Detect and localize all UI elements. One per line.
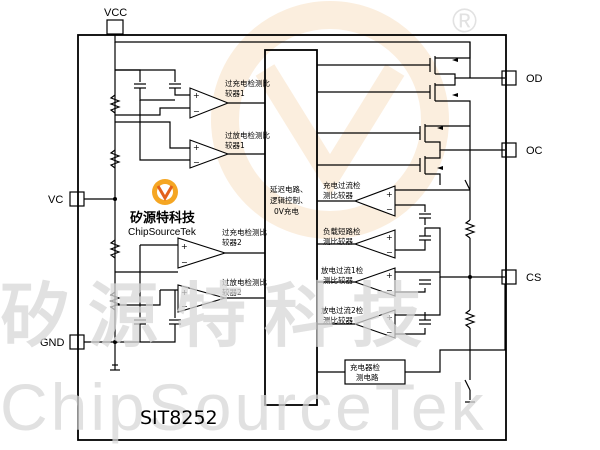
comparator-discharge-overcurrent-1-label-2: 测比较器 [323,275,353,285]
pin-cs-label: CS [526,272,541,284]
svg-text:+: + [193,143,200,152]
svg-text:−: − [181,258,188,267]
comparator-overcharge-1-label: 过充电检测比较器1 [225,78,270,98]
pin-od: OD [501,70,543,86]
comparator-load-short: + − [353,229,396,259]
svg-text:−: − [193,158,200,167]
pin-vcc-label: VCC [104,7,127,19]
resistor-ladder-top [109,94,121,311]
svg-text:−: − [193,107,200,116]
watermark-cn: 矽源特科技 [0,274,440,357]
svg-text:−: − [386,328,393,337]
svg-text:+: + [386,190,393,199]
pin-oc-label: OC [526,145,543,157]
logic-block-label-3: 0V充电 [274,206,299,216]
comparator-charge-overcurrent-label-1: 充电过流检 [323,180,361,190]
comparator-overdischarge-2: + − [177,284,227,313]
charger-detect-label-2: 测电路 [356,372,379,382]
comparator-discharge-overcurrent-2-label-1: 放电过流2检 [321,305,364,315]
ground-icon [110,365,120,371]
pin-gnd-label: GND [40,337,65,349]
mosfet-oc-icon [317,124,505,185]
svg-text:+: + [386,313,393,322]
mosfet-od-icon [317,42,505,180]
svg-text:+: + [386,233,393,242]
logic-block-label-1: 延迟电路、 [270,184,308,194]
svg-text:+: + [193,91,200,100]
comparator-overdischarge-1: + − [189,139,230,169]
logic-block [264,49,318,406]
pin-cs: CS [501,269,541,285]
comparator-charge-overcurrent-label-2: 测比较器 [323,190,353,200]
comparator-overdischarge-1-label: 过放电检测比较器1 [225,130,270,150]
svg-text:−: − [386,205,393,214]
pin-vcc: VCC [104,7,127,35]
pin-oc: OC [501,142,543,158]
svg-text:+: + [181,288,188,297]
pin-od-label: OD [526,73,543,85]
svg-text:+: + [386,271,393,280]
comparator-overcharge-1: + − [189,87,230,119]
comparator-overcharge-2: + − [177,237,227,269]
svg-text:−: − [386,248,393,257]
comparator-discharge-overcurrent-2-label-2: 测比较器 [323,315,353,325]
comparator-discharge-overcurrent-1: + − [353,267,396,297]
svg-text:−: − [386,286,393,295]
comparator-charge-overcurrent: + − [353,185,396,217]
charger-detect-label-1: 充电器检 [350,362,380,372]
chip-outline [77,34,507,441]
svg-text:+: + [181,242,188,251]
watermark-en: ChipSourceTek [0,370,487,444]
logo-name-cn: 矽源特科技 [130,210,196,226]
comparator-discharge-overcurrent-1-label-1: 放电过流1检 [321,265,364,275]
chipsourcetek-logo-icon [152,179,178,205]
logo-name-en: ChipSourceTek [128,227,197,238]
comparator-load-short-label-2: 测比较器 [323,236,353,246]
comparator-overdischarge-2-label: 过放电检测比较器2 [222,277,267,297]
watermark-logo-icon [211,1,449,239]
comparator-discharge-overcurrent-2: + − [353,309,396,339]
comparator-load-short-label-1: 负载短路检 [323,226,361,236]
part-number: SIT8252 [140,407,218,429]
logic-block-label-2: 逻辑控制、 [270,195,308,205]
pin-vc-label: VC [48,194,63,206]
registered-mark: ® [452,2,477,40]
svg-text:−: − [181,302,188,311]
comparator-overcharge-2-label: 过充电检测比较器2 [222,227,267,247]
